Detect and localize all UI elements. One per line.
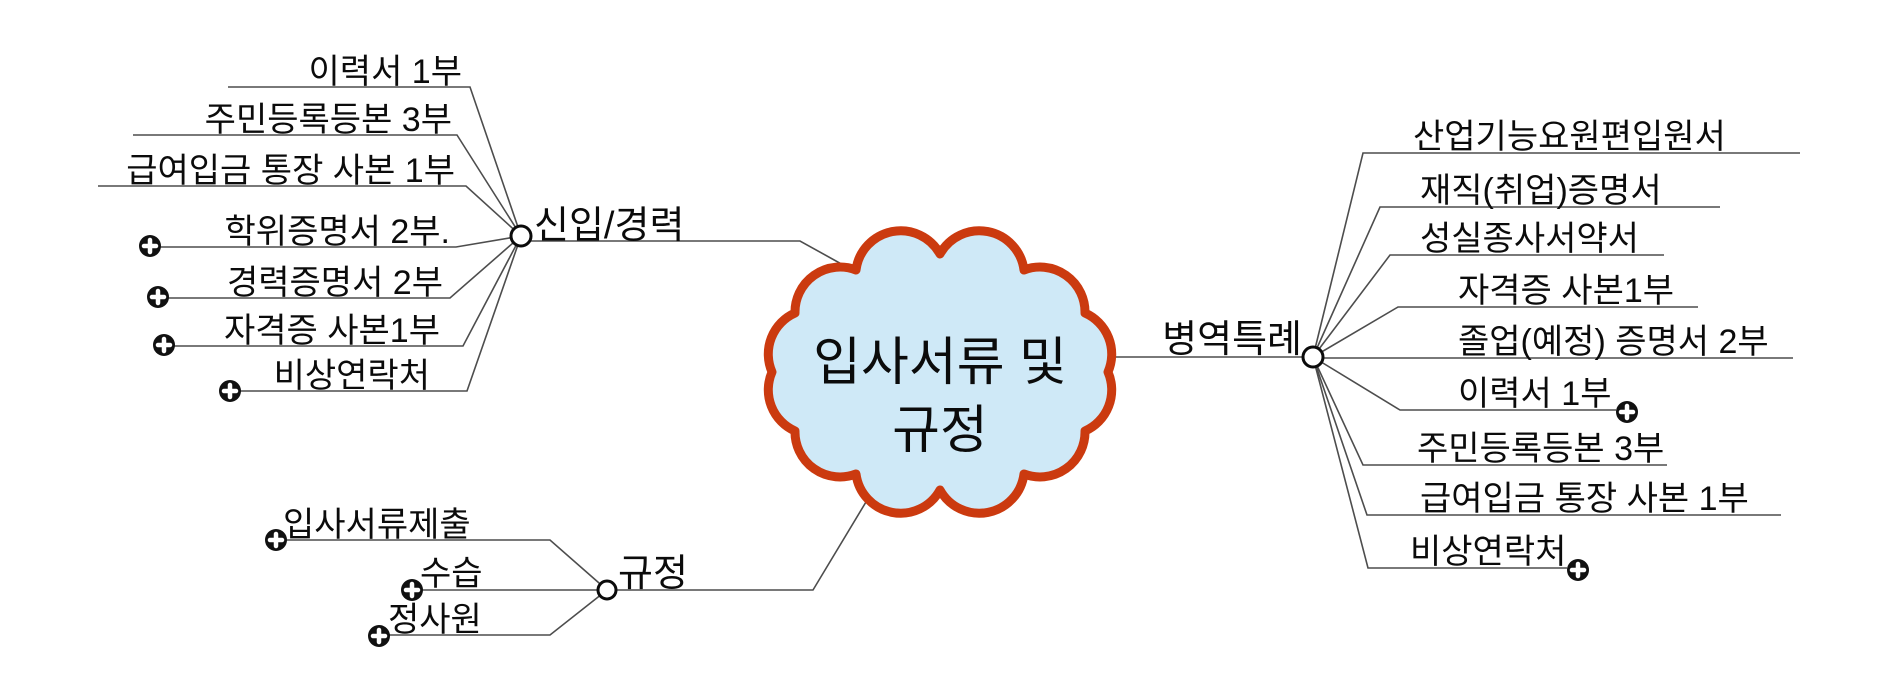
child-label-doc-submission[interactable]: 입사서류제출 <box>283 506 471 544</box>
central-topic-title-line1[interactable]: 입사서류 및 <box>813 334 1067 392</box>
connector-line <box>272 539 608 591</box>
connector-line <box>1312 306 1698 358</box>
child-label-resume[interactable]: 이력서 1부 <box>309 53 462 91</box>
child-label-degree-cert[interactable]: 학위증명서 2부. <box>225 213 450 251</box>
connector-line <box>150 235 522 248</box>
expand-icons <box>139 235 1638 647</box>
branch-new-experienced-label[interactable]: 신입/경력 <box>534 205 684 247</box>
child-label-license-copy-right[interactable]: 자격증 사본1부 <box>1458 272 1674 310</box>
central-topic-cloud-border <box>763 226 1117 518</box>
child-label-emergency-contact-right[interactable]: 비상연락처 <box>1410 533 1566 571</box>
expand-icon[interactable] <box>1567 559 1589 581</box>
connector-line <box>1312 356 1781 516</box>
child-label-resume-right[interactable]: 이력서 1부 <box>1458 375 1611 413</box>
child-label-bank-copy-right[interactable]: 급여입금 통장 사본 1부 <box>1420 480 1749 518</box>
connector-line <box>98 185 522 237</box>
child-label-career-cert[interactable]: 경력증명서 2부 <box>227 264 443 302</box>
child-label-bank-copy[interactable]: 급여입금 통장 사본 1부 <box>126 152 455 190</box>
child-label-industrial-agent-form[interactable]: 산업기능요원편입원서 <box>1413 118 1726 156</box>
branch-regulations-label[interactable]: 규정 <box>618 553 688 595</box>
connector-line <box>228 235 522 392</box>
child-label-probation[interactable]: 수습 <box>420 555 483 593</box>
central-topic-cloud[interactable] <box>768 230 1112 514</box>
connector-line <box>160 235 522 347</box>
connector-line <box>1312 356 1667 466</box>
connector-line <box>376 589 608 636</box>
connector-lines <box>98 86 1800 636</box>
child-label-graduation-cert[interactable]: 졸업(예정) 증명서 2부 <box>1458 323 1769 361</box>
connector-line <box>1312 356 1567 569</box>
connector-line <box>1312 152 1800 358</box>
connector-line <box>521 240 846 267</box>
child-label-emergency-contact[interactable]: 비상연락처 <box>274 357 430 395</box>
expand-icon[interactable] <box>219 380 241 402</box>
child-label-faithful-service-oath[interactable]: 성실종사서약서 <box>1420 220 1639 258</box>
expand-icon[interactable] <box>265 529 287 551</box>
connector-line <box>1312 206 1720 358</box>
child-label-employment-cert[interactable]: 재직(취업)증명서 <box>1420 172 1662 210</box>
connector-line <box>1312 254 1664 358</box>
expand-icon[interactable] <box>139 235 161 257</box>
expand-icon[interactable] <box>147 286 169 308</box>
expand-icon[interactable] <box>401 579 423 601</box>
branch-military-label[interactable]: 병역특례 <box>1162 319 1302 361</box>
child-label-resident-register-right[interactable]: 주민등록등본 3부 <box>1417 430 1664 468</box>
connector-line <box>133 134 522 237</box>
expand-icon[interactable] <box>368 625 390 647</box>
branch-node-circle-military[interactable] <box>1301 345 1325 369</box>
branch-node-circle-new-experienced[interactable] <box>509 224 533 248</box>
connector-line <box>155 235 522 299</box>
expand-icon[interactable] <box>153 334 175 356</box>
expand-icon[interactable] <box>1616 401 1638 423</box>
child-label-resident-register[interactable]: 주민등록등본 3부 <box>205 101 452 139</box>
connector-line <box>1312 356 1616 411</box>
child-label-regular-employee[interactable]: 정사원 <box>388 601 482 639</box>
connector-line <box>607 491 873 591</box>
central-topic-title-line2[interactable]: 규정 <box>892 402 988 460</box>
branch-node-circle-regulations[interactable] <box>596 579 618 601</box>
child-label-license-copy[interactable]: 자격증 사본1부 <box>224 312 440 350</box>
connector-line <box>228 86 522 237</box>
